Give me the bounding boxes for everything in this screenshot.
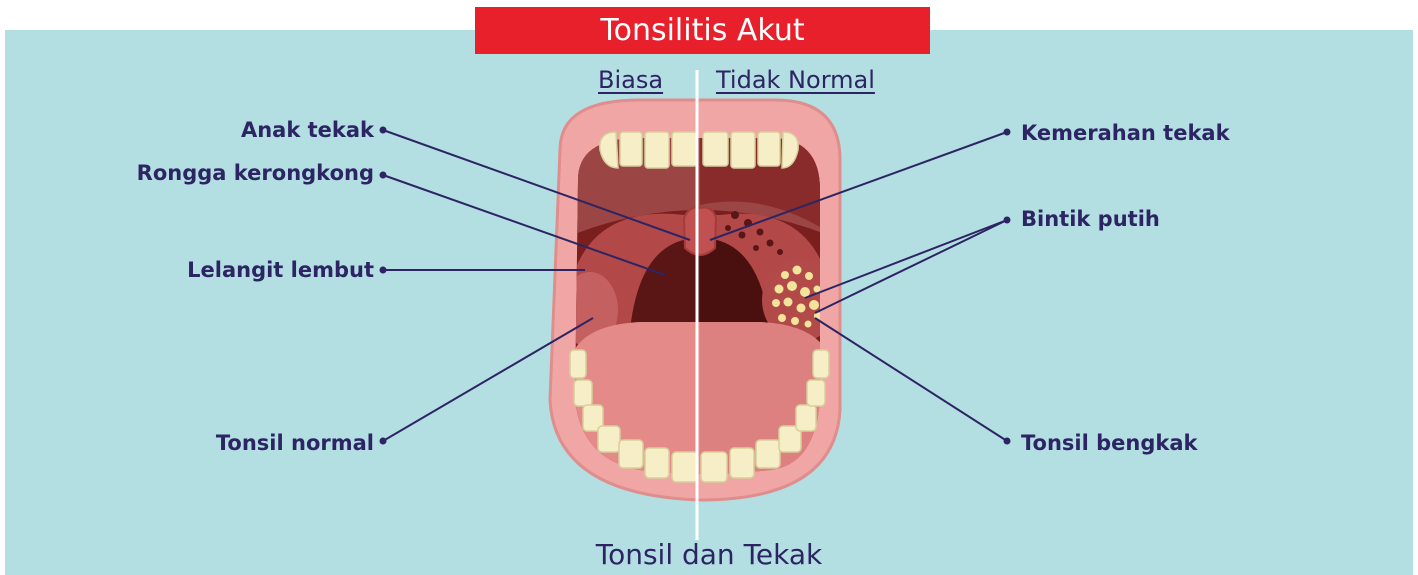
leader-line-bintik-2 xyxy=(815,220,1007,313)
uvula xyxy=(684,207,716,255)
label-anak-tekak: Anak tekak xyxy=(241,117,374,143)
label-lelangit-lembut: Lelangit lembut xyxy=(187,257,374,283)
label-kemerahan-tekak: Kemerahan tekak xyxy=(1021,120,1230,146)
label-rongga-kerongkong: Rongga kerongkong xyxy=(137,160,374,186)
label-tonsil-normal: Tonsil normal xyxy=(216,430,374,456)
label-tonsil-bengkak: Tonsil bengkak xyxy=(1021,430,1197,456)
bottom-caption: Tonsil dan Tekak xyxy=(0,538,1418,571)
leader-line-tonsil-bengkak xyxy=(815,318,1007,441)
label-bintik-putih: Bintik putih xyxy=(1021,206,1160,232)
